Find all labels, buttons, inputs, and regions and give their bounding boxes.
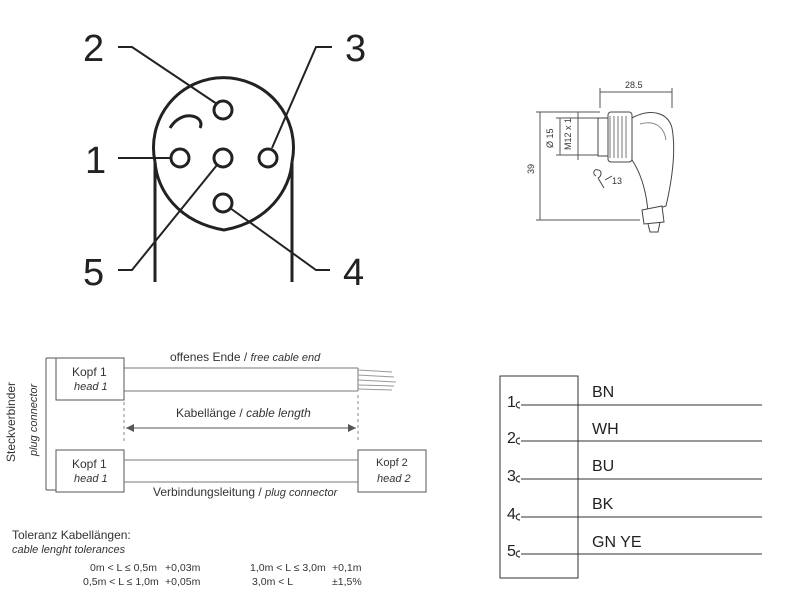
wiring-pin-5: 5 — [507, 543, 516, 560]
tolerance-row-2-tol-1: +0,05m — [165, 576, 201, 588]
cable-diagram — [45, 357, 427, 493]
tolerance-row-1-range-1: 0m < L ≤ 0,5m — [90, 562, 157, 574]
head2-label-en: head 2 — [377, 473, 411, 485]
wiring-color-2: WH — [592, 421, 619, 438]
wiring-pin-4: 4 — [507, 506, 516, 523]
pin-number-2: 2 — [83, 28, 105, 70]
dim-thread-label: M12 x 1 — [563, 117, 573, 150]
dim-wrench-label: 13 — [612, 176, 623, 186]
dim-width-label: 28.5 — [625, 80, 643, 90]
side-label-en: plug connector — [28, 383, 40, 456]
head2-box — [357, 449, 427, 493]
pin-4-socket — [212, 192, 234, 214]
coding-key — [168, 114, 203, 129]
wiring-pin-2: 2 — [507, 430, 516, 447]
tolerance-row-1-tol-2: +0,1m — [332, 562, 362, 574]
head1-top-box — [55, 357, 125, 401]
dim-height-label: 39 — [526, 163, 536, 174]
wiring-box — [499, 375, 579, 579]
side-label-de: Steckverbinder — [4, 381, 18, 462]
head1-bottom-label-en: head 1 — [74, 473, 108, 485]
tolerance-row-1-tol-1: +0,03m — [165, 562, 201, 574]
head1-bottom-label-de: Kopf 1 — [72, 457, 107, 471]
head2-label-de: Kopf 2 — [376, 457, 408, 469]
tolerance-row-2-range-2: 3,0m < L — [252, 576, 294, 588]
wiring-pin-1: 1 — [507, 394, 516, 411]
wiring-color-5: GN YE — [592, 534, 642, 551]
tolerance-title-de: Toleranz Kabellängen: — [12, 528, 131, 542]
connection-label: Verbindungsleitung / plug connector — [153, 485, 338, 499]
connector-outline-bottom — [153, 161, 294, 232]
angled-connector-drawing — [536, 88, 675, 233]
pin-number-4: 4 — [343, 252, 365, 294]
free-end-label: offenes Ende / free cable end — [170, 350, 321, 364]
pin-2-socket — [212, 99, 234, 121]
tolerance-row-1-range-2: 1,0m < L ≤ 3,0m — [250, 562, 326, 574]
leader-4 — [229, 207, 330, 271]
pin-1-socket — [169, 147, 191, 169]
connector-outline-top — [152, 76, 295, 163]
wiring-color-1: BN — [592, 384, 615, 401]
leader-5 — [118, 164, 218, 271]
tolerance-row-2-tol-2: ±1,5% — [332, 576, 362, 588]
head1-bottom-box — [55, 449, 125, 493]
connector-face — [152, 76, 295, 282]
wiring-color-4: BK — [592, 496, 614, 513]
pin-3-socket — [257, 147, 279, 169]
cable-length-label: Kabellänge / cable length — [176, 406, 311, 420]
pin-number-3: 3 — [345, 28, 367, 70]
tolerance-row-2-range-1: 0,5m < L ≤ 1,0m — [83, 576, 159, 588]
leader-2 — [118, 46, 218, 105]
dim-diameter-label: Ø 15 — [545, 128, 555, 148]
leader-3 — [271, 46, 332, 149]
pin-leaders — [118, 46, 332, 271]
head1-top-label-de: Kopf 1 — [72, 365, 107, 379]
wiring-table — [499, 375, 762, 579]
head1-top-label-en: head 1 — [74, 381, 108, 393]
pin-number-5: 5 — [83, 252, 105, 294]
tolerance-title-en: cable lenght tolerances — [12, 544, 126, 556]
pin-5-socket — [212, 147, 234, 169]
wiring-pin-3: 3 — [507, 468, 516, 485]
wiring-color-3: BU — [592, 458, 615, 475]
pin-number-1: 1 — [85, 140, 107, 182]
